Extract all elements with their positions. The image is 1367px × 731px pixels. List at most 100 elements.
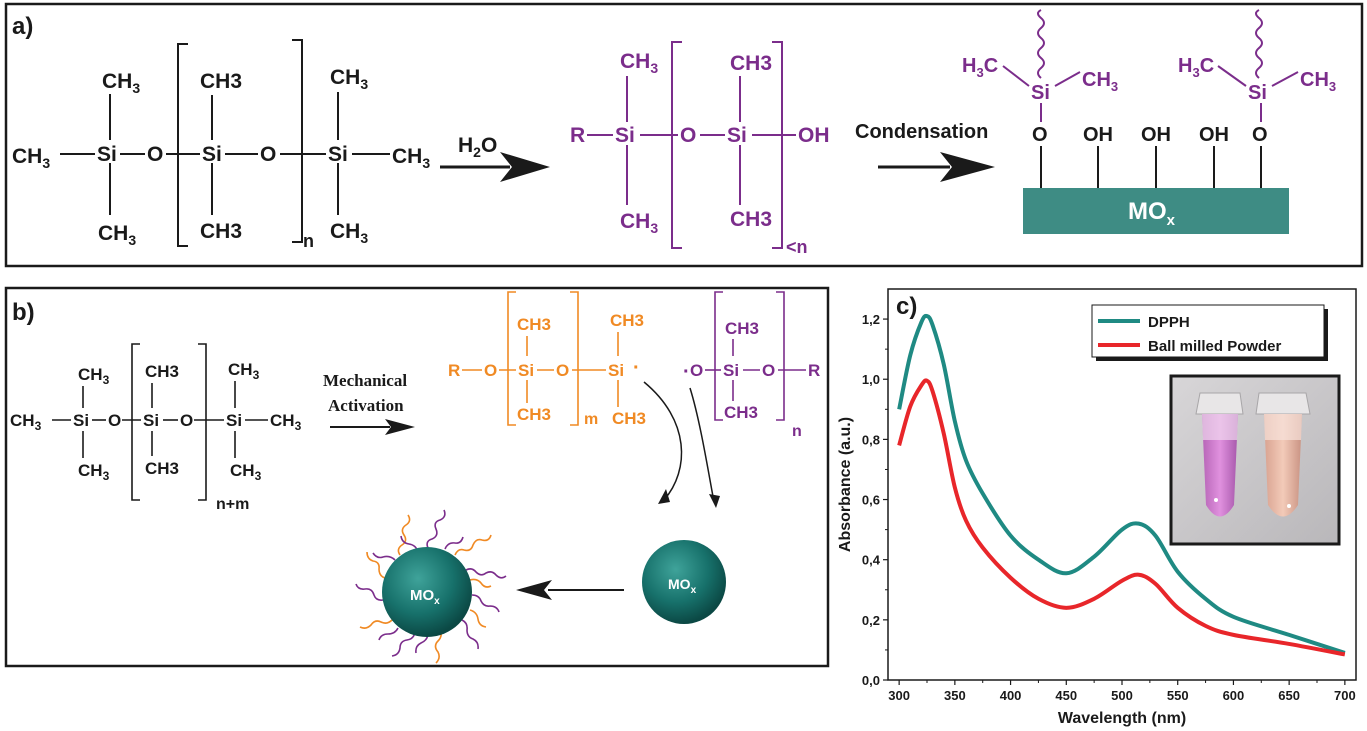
mox-slab-label: MOx	[1128, 198, 1176, 229]
repeat-n-purple: n	[792, 423, 802, 440]
si-left: Si	[97, 143, 117, 166]
ch3-graft-right: CH3	[1300, 69, 1336, 94]
x-tick-label: 650	[1278, 688, 1300, 703]
ch3-bottom-left: CH3	[98, 222, 136, 248]
si-graft-left: Si	[1031, 82, 1050, 104]
mox-sphere-functionalized-label: MOx	[410, 587, 440, 607]
purple-radical-bonds	[705, 291, 806, 421]
panel-a: a) CH3 CH3 Si O CH3 CH3 Si O CH3 n CH3 S…	[4, 2, 1364, 268]
si-right: Si	[328, 143, 348, 166]
si-1: Si	[615, 124, 635, 147]
ch3-orange-bottom: CH3	[517, 405, 551, 424]
orange-radical-bonds	[462, 291, 619, 426]
ch3-orange-top-2: CH3	[610, 311, 644, 330]
mox-sphere-bare-label: MOx	[668, 576, 697, 596]
ch3-b-bottom-mid: CH3	[145, 459, 179, 478]
repeat-m: m	[584, 411, 598, 428]
x-tick-label: 700	[1334, 688, 1356, 703]
siloxane-b: CH3 CH3 Si O CH3 CH3 Si O CH3 CH3 Si CH3…	[10, 360, 302, 513]
y-axis-label: Absorbance (a.u.)	[837, 417, 854, 552]
panel-c-label: c)	[896, 293, 917, 320]
panel-b-label: b)	[12, 299, 35, 326]
activation-label: Activation	[328, 396, 404, 415]
ch3-b-bottom-right: CH3	[230, 461, 262, 483]
r-orange: R	[448, 361, 460, 380]
si-mid: Si	[202, 143, 222, 166]
repeat-lt-n: <n	[786, 237, 808, 257]
o-b-left: O	[108, 411, 121, 430]
legend-label: Ball milled Powder	[1148, 338, 1282, 355]
ch3-top-1: CH3	[620, 50, 658, 76]
chain-wave-left	[1037, 9, 1045, 79]
x-axis-label: Wavelength (nm)	[1058, 710, 1186, 727]
surface-oh-2: OH	[1141, 124, 1171, 146]
curved-arrows	[643, 381, 715, 503]
x-tick-label: 450	[1055, 688, 1077, 703]
y-tick-label: 0,6	[862, 493, 880, 508]
h3c-right: H3C	[1178, 55, 1214, 80]
siloxane-reactant-bonds	[60, 39, 390, 247]
condensation-arrow: Condensation	[855, 121, 995, 182]
o-1: O	[680, 124, 696, 147]
series-line-dpph	[897, 313, 1346, 655]
si-b-right: Si	[226, 411, 242, 430]
inset-photo-frame	[1169, 374, 1341, 546]
si-b-mid: Si	[143, 411, 159, 430]
si-purple: Si	[723, 361, 739, 380]
mox-sphere-functionalized: MOx	[355, 509, 507, 664]
panel-b: b) CH3 CH3 Si O CH3 CH3 Si O CH3 CH3 Si …	[4, 286, 830, 668]
mox-slab	[1023, 188, 1289, 234]
vial-dpph	[1195, 392, 1244, 517]
y-tick-label: 0,0	[862, 673, 880, 688]
ch3-b-bottom-left: CH3	[78, 461, 110, 483]
ch3-bottom-2: CH3	[730, 208, 772, 231]
grafting-arrow	[516, 580, 624, 600]
o-left: O	[147, 143, 163, 166]
surface-o-left: O	[1032, 124, 1048, 146]
chain-wave-right	[1255, 9, 1263, 79]
ch3-orange-top: CH3	[517, 315, 551, 334]
o-b-mid: O	[180, 411, 193, 430]
ch3-top-right: CH3	[330, 66, 368, 92]
vial-ball-milled	[1255, 392, 1311, 517]
x-tick-label: 350	[944, 688, 966, 703]
panel-a-label: a)	[12, 13, 33, 40]
ch3-left: CH3	[12, 145, 50, 171]
r-purple: R	[808, 361, 820, 380]
mechanical-label: Mechanical	[323, 371, 407, 390]
si-graft-right: Si	[1248, 82, 1267, 104]
silanol-intermediate: CH3 R Si O Si OH CH3 CH3 CH3 <n	[570, 50, 830, 257]
o-orange-2: O	[556, 361, 569, 380]
o-purple-2: O	[762, 361, 775, 380]
inset-photo	[1169, 374, 1341, 546]
x-tick-label: 300	[888, 688, 910, 703]
legend-label: DPPH	[1148, 314, 1190, 331]
ch3-right: CH3	[392, 145, 430, 171]
si-2: Si	[727, 124, 747, 147]
h3c-left: H3C	[962, 55, 998, 80]
h2o-label: H2O	[458, 134, 497, 160]
ch3-b-right: CH3	[270, 411, 302, 433]
condensation-label: Condensation	[855, 121, 988, 143]
oh-end: OH	[798, 124, 830, 147]
ch3-bottom-right: CH3	[330, 220, 368, 246]
radical-dot-purple: ·	[683, 361, 690, 383]
si-orange-1: Si	[518, 361, 534, 380]
ch3-graft-left: CH3	[1082, 69, 1118, 94]
series-line-ball-milled-powder	[897, 378, 1346, 657]
ch3-b-top-mid: CH3	[145, 362, 179, 381]
siloxane-b-bonds	[52, 343, 268, 501]
mechanical-activation-arrow: Mechanical Activation	[323, 371, 415, 435]
ch3-b-left: CH3	[10, 411, 42, 433]
ch3-purple-bottom: CH3	[724, 403, 758, 422]
ch3-top-2: CH3	[730, 52, 772, 75]
x-tick-label: 400	[1000, 688, 1022, 703]
si-orange-2: Si	[608, 361, 624, 380]
ch3-top-mid: CH3	[200, 70, 242, 93]
y-tick-label: 0,4	[862, 553, 881, 568]
ch3-b-top-left: CH3	[78, 365, 110, 387]
o-mid: O	[260, 143, 276, 166]
silanol-bonds	[587, 41, 796, 249]
purple-radical: · O CH3 Si O CH3 R n	[683, 319, 820, 440]
